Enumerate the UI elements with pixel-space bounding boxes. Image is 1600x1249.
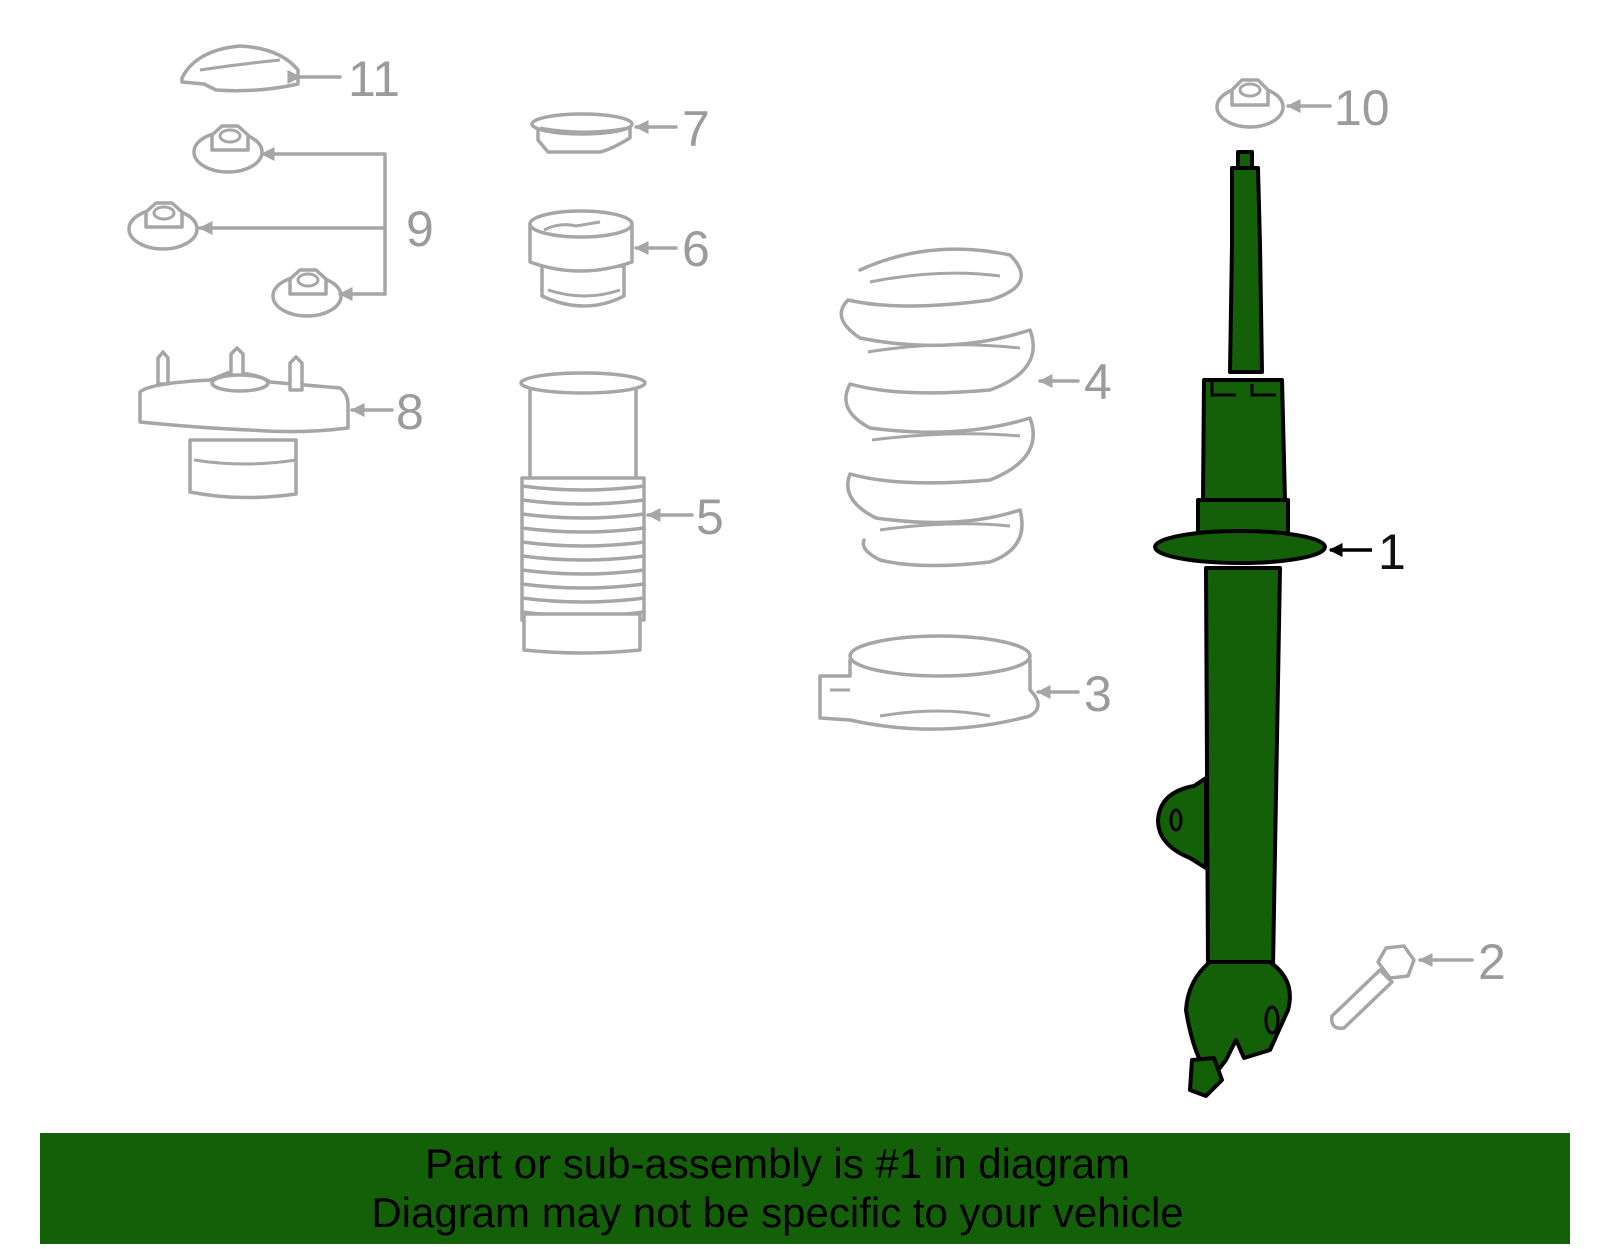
- callout-9: 9: [406, 201, 434, 257]
- part-7-washer[interactable]: [530, 112, 678, 154]
- callout-2: 2: [1478, 934, 1506, 990]
- part-10-nut[interactable]: [1215, 78, 1332, 129]
- part-6-bump-stop[interactable]: [528, 209, 678, 308]
- callout-3: 3: [1084, 666, 1112, 722]
- banner-line-2: Diagram may not be specific to your vehi…: [371, 1189, 1184, 1236]
- callout-4: 4: [1084, 354, 1112, 410]
- part-9-nuts[interactable]: [127, 124, 387, 318]
- part-11-cap[interactable]: [180, 44, 342, 93]
- part-8-mount[interactable]: [138, 346, 394, 500]
- part-4-coil-spring[interactable]: [839, 247, 1080, 568]
- info-banner: Part or sub-assembly is #1 in diagram Di…: [40, 1133, 1570, 1244]
- callout-7: 7: [682, 101, 710, 157]
- part-3-spring-seat[interactable]: [818, 634, 1080, 731]
- part-5-dust-boot[interactable]: [519, 371, 694, 655]
- callout-10: 10: [1334, 80, 1390, 136]
- part-1-strut-assembly[interactable]: [1153, 150, 1372, 1098]
- callout-6: 6: [682, 221, 710, 277]
- callout-8: 8: [396, 384, 424, 440]
- part-2-bolt[interactable]: [1330, 944, 1474, 1030]
- callout-11: 11: [348, 51, 400, 107]
- parts-diagram: 11 9 8 7 6 5 4 3 10 2 1: [127, 44, 1506, 1098]
- callout-1: 1: [1378, 524, 1406, 580]
- banner-text: Part or sub-assembly is #1 in diagram Di…: [40, 1139, 1515, 1237]
- banner-line-1: Part or sub-assembly is #1 in diagram: [425, 1140, 1130, 1187]
- callout-5: 5: [696, 489, 724, 545]
